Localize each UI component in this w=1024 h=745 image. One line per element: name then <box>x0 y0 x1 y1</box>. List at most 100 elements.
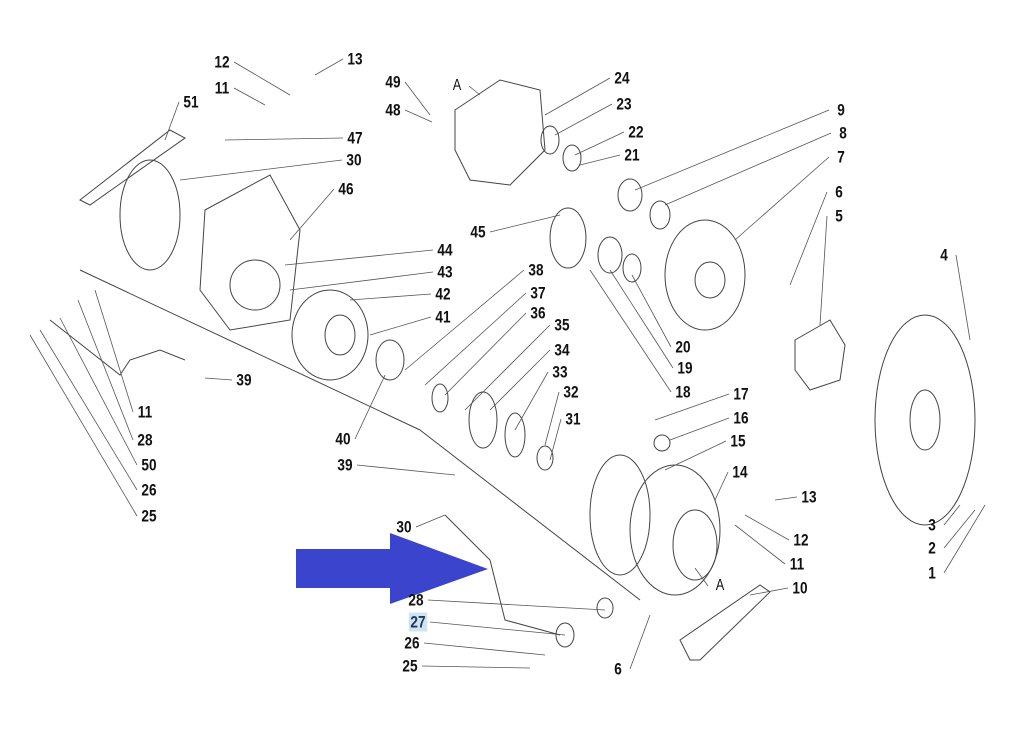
part-label-20: 20 <box>675 337 691 357</box>
leader-line <box>664 440 727 471</box>
leader-line <box>424 292 527 386</box>
shaft-9 <box>617 178 643 212</box>
washer-37 <box>431 383 449 413</box>
part-label-30: 30 <box>346 150 362 170</box>
part-label-44: 44 <box>437 240 453 260</box>
bearing-19 <box>597 236 623 274</box>
leader-line <box>489 349 551 411</box>
part-label-39: 39 <box>337 455 353 475</box>
leader-line <box>549 418 562 461</box>
part-label-7: 7 <box>837 147 845 167</box>
gear-housing-A <box>454 79 546 186</box>
leader-line <box>94 289 134 413</box>
part-label-19: 19 <box>677 358 693 378</box>
leader-line <box>669 417 730 441</box>
leader-line <box>233 61 291 96</box>
part-label-28: 28 <box>408 590 424 610</box>
part-label-50: 50 <box>141 455 157 475</box>
leader-line <box>404 81 431 116</box>
part-label-6: 6 <box>614 659 622 679</box>
leader-line <box>579 154 621 166</box>
part-label-27: 27 <box>408 612 428 632</box>
leader-line <box>314 58 344 76</box>
part-label-26: 26 <box>141 480 157 500</box>
part-label-23: 23 <box>616 94 632 114</box>
leader-line <box>943 504 986 574</box>
leader-line <box>29 334 138 517</box>
part-label-16: 16 <box>733 408 749 428</box>
part-label-17: 17 <box>733 384 749 404</box>
leader-line <box>694 567 709 587</box>
leader-line <box>589 269 672 393</box>
part-label-25: 25 <box>402 656 418 676</box>
part-label-2: 2 <box>928 538 936 558</box>
part-label-28: 28 <box>137 430 153 450</box>
leader-line <box>654 393 730 421</box>
leader-line <box>284 249 434 266</box>
part-label-6: 6 <box>835 182 843 202</box>
part-label-25: 25 <box>141 506 157 526</box>
leader-line <box>444 312 527 396</box>
spring-34 <box>468 391 498 449</box>
part-label-11: 11 <box>214 78 230 98</box>
cap-16 <box>653 434 671 452</box>
part-label-34: 34 <box>554 340 570 360</box>
brake-disc-hub <box>909 389 941 451</box>
parts-group <box>49 79 976 661</box>
part-label-46: 46 <box>338 179 354 199</box>
part-label-A: A <box>452 77 462 94</box>
leader-line <box>354 374 386 440</box>
part-label-12: 12 <box>793 530 809 550</box>
leader-line <box>464 324 551 411</box>
part-label-48: 48 <box>385 100 401 120</box>
leader-line <box>204 377 233 381</box>
leader-line <box>574 131 625 156</box>
leader-line <box>423 642 546 656</box>
leader-line <box>59 317 138 466</box>
leader-line <box>514 371 549 431</box>
part-label-42: 42 <box>435 284 451 304</box>
leader-line <box>39 329 138 491</box>
part-label-22: 22 <box>628 122 644 142</box>
part-label-43: 43 <box>437 262 453 282</box>
spring-33 <box>504 412 526 458</box>
clutch-drum-inner <box>324 314 356 356</box>
bearing-22 <box>562 144 582 172</box>
leader-line <box>164 101 180 141</box>
housing-46 <box>199 174 301 331</box>
part-label-40: 40 <box>335 429 351 449</box>
leader-line <box>349 293 432 301</box>
washer-31 <box>536 445 554 471</box>
part-label-3: 3 <box>928 515 936 535</box>
center-axis <box>79 269 421 431</box>
leader-line <box>489 214 561 233</box>
leader-line <box>224 137 344 141</box>
part-label-24: 24 <box>614 68 630 88</box>
leader-line <box>429 621 566 636</box>
ring-gear <box>589 454 651 576</box>
bearing-8 <box>649 200 671 230</box>
leader-line <box>955 254 971 341</box>
brake-disc-4 <box>874 314 976 526</box>
part-label-A: A <box>715 577 725 594</box>
leader-line <box>774 496 798 501</box>
part-label-15: 15 <box>730 431 746 451</box>
part-label-12: 12 <box>214 52 230 72</box>
leader-line <box>631 274 672 348</box>
leader-line <box>744 514 790 541</box>
drum-7 <box>664 219 746 331</box>
leader-line <box>233 87 266 106</box>
hub-center <box>672 509 718 581</box>
part-label-8: 8 <box>839 123 847 143</box>
leader-line <box>789 191 828 286</box>
pointer-arrow <box>296 533 488 604</box>
leader-lines <box>29 58 986 670</box>
bushing-28 <box>596 597 614 619</box>
part-label-38: 38 <box>528 260 544 280</box>
part-label-45: 45 <box>470 222 486 242</box>
part-label-11: 11 <box>789 554 805 574</box>
bearing-40 <box>375 339 405 381</box>
leader-line <box>289 188 335 241</box>
left-cover <box>119 159 181 271</box>
